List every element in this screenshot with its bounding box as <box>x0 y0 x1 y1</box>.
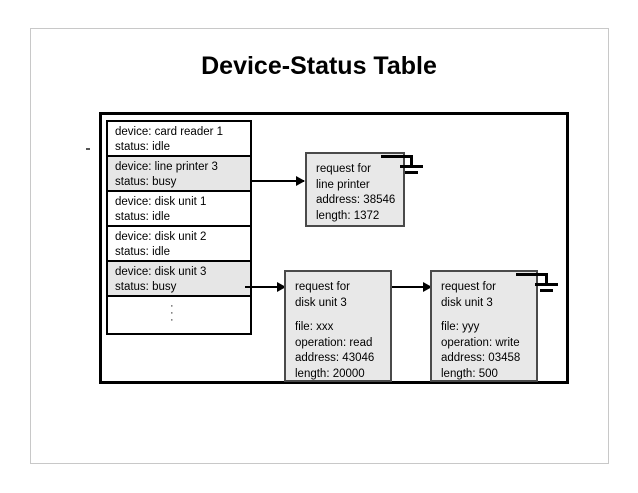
request-address: address: 43046 <box>295 352 375 364</box>
table-row[interactable]: device: line printer 3 status: busy <box>108 157 250 192</box>
request-title-line-1: request for <box>441 281 496 293</box>
request-operation: operation: read <box>295 336 373 349</box>
status-label: status: idle <box>115 245 170 258</box>
ground-lead <box>516 273 548 276</box>
request-file: file: yyy <box>441 321 480 333</box>
vertical-ellipsis-icon: · · · <box>170 300 174 326</box>
ground-bar-2 <box>405 171 418 174</box>
request-title-line-2: disk unit 3 <box>441 296 493 309</box>
device-label: device: card reader 1 <box>115 126 224 138</box>
request-title-line-2: line printer <box>316 178 370 191</box>
status-label: status: idle <box>115 210 170 223</box>
device-label: device: line printer 3 <box>115 161 218 173</box>
request-spacer <box>295 311 390 320</box>
arrow-right-icon-to-disk-request-1 <box>245 282 286 292</box>
table-row[interactable]: device: disk unit 2 status: idle <box>108 227 250 262</box>
request-title-line-1: request for <box>295 281 350 293</box>
device-label: device: disk unit 1 <box>115 196 207 208</box>
arrowhead <box>423 282 432 292</box>
request-address: address: 03458 <box>441 352 521 364</box>
request-title-line-2: disk unit 3 <box>295 296 347 309</box>
request-length: length: 1372 <box>316 209 380 222</box>
status-label: status: busy <box>115 280 177 293</box>
ellipsis-dot: · <box>170 307 174 319</box>
ellipsis-dot: · <box>170 314 174 326</box>
arrowhead <box>296 176 305 186</box>
ellipsis-dot: · <box>170 300 174 312</box>
table-row[interactable]: device: disk unit 3 status: busy <box>108 262 250 297</box>
arrow-right-icon-to-line-printer-request <box>252 176 305 186</box>
ground-drop <box>545 273 548 283</box>
slide-boundary <box>30 28 609 464</box>
request-address: address: 38546 <box>316 194 396 206</box>
ground-lead <box>381 155 413 158</box>
request-title-line-1: request for <box>316 163 371 175</box>
request-block-disk-unit-3-b[interactable]: request for disk unit 3 file: yyy operat… <box>430 270 538 382</box>
request-operation: operation: write <box>441 336 520 349</box>
table-row[interactable]: device: card reader 1 status: idle <box>108 122 250 157</box>
request-length: length: 500 <box>441 367 498 380</box>
request-block-disk-unit-3-a[interactable]: request for disk unit 3 file: xxx operat… <box>284 270 392 382</box>
request-length: length: 20000 <box>295 367 365 380</box>
ground-bar-2 <box>540 289 553 292</box>
ground-icon-line-printer-null-pointer <box>381 155 429 183</box>
left-margin-tick <box>86 148 90 150</box>
ground-bar-1 <box>535 283 558 286</box>
arrow-right-icon-to-disk-request-2 <box>392 282 432 292</box>
status-label: status: busy <box>115 175 177 188</box>
request-spacer <box>441 311 536 320</box>
table-row[interactable]: device: disk unit 1 status: idle <box>108 192 250 227</box>
arrowhead <box>277 282 286 292</box>
request-file: file: xxx <box>295 321 334 333</box>
ground-bar-1 <box>400 165 423 168</box>
table-row-ellipsis: · · · <box>108 297 250 333</box>
device-label: device: disk unit 2 <box>115 231 207 243</box>
ground-icon-disk-unit-3-null-pointer <box>516 273 564 301</box>
device-status-table: device: card reader 1 status: idle devic… <box>106 120 252 335</box>
device-label: device: disk unit 3 <box>115 266 207 278</box>
request-block-line-printer[interactable]: request for line printer address: 38546 … <box>305 152 405 227</box>
ground-drop <box>410 155 413 165</box>
status-label: status: idle <box>115 140 170 153</box>
page-title: Device-Status Table <box>201 52 437 80</box>
